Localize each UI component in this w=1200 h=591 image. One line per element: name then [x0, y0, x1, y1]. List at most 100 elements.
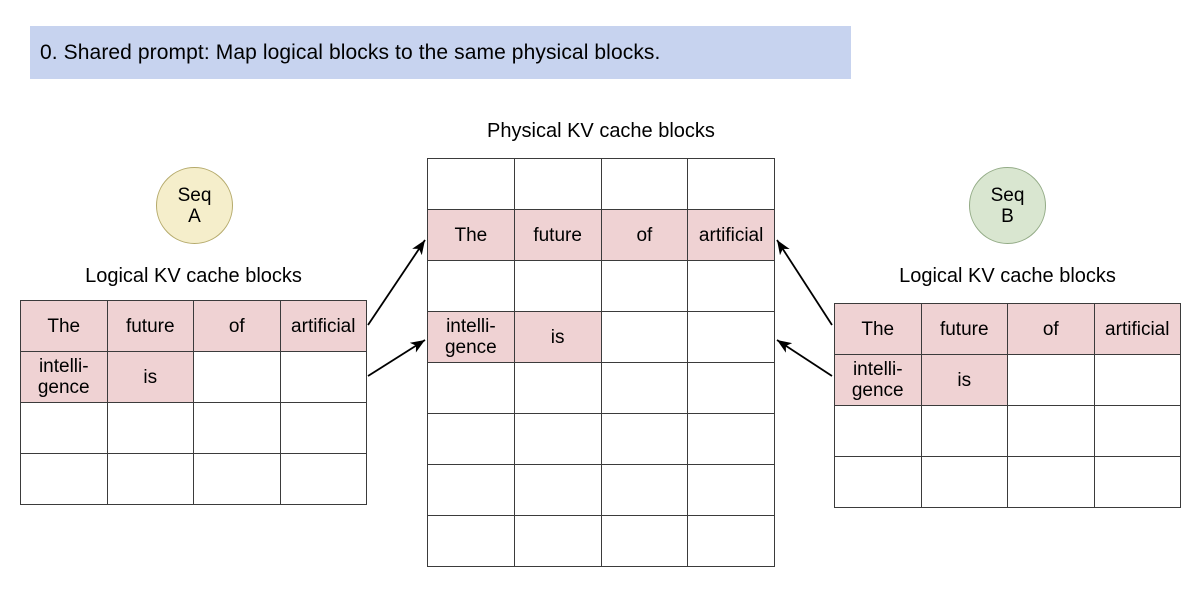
- kv-row: [20, 402, 367, 454]
- kv-cell-text: future: [939, 318, 989, 340]
- kv-cell-empty: [920, 456, 1008, 508]
- kv-row: intelli-gence is: [427, 311, 775, 363]
- kv-cell-empty: [1007, 456, 1095, 508]
- seq-b-label-line2: B: [1001, 205, 1014, 227]
- kv-row: [427, 515, 775, 567]
- kv-cell-filled: intelli-gence: [834, 354, 922, 406]
- kv-cell-empty: [687, 158, 775, 210]
- kv-cell-empty: [20, 453, 108, 505]
- kv-cell-empty: [1093, 354, 1181, 406]
- kv-cell-empty: [600, 413, 689, 465]
- logical-blocks-caption-right: Logical KV cache blocks: [899, 265, 1116, 287]
- kv-cell-filled: intelli-gence: [20, 351, 108, 403]
- kv-row: [427, 464, 775, 516]
- kv-cell-empty: [513, 413, 602, 465]
- kv-row: [20, 453, 367, 505]
- kv-row: [427, 158, 775, 210]
- kv-cell-empty: [106, 453, 194, 505]
- kv-cell-filled: The: [20, 300, 108, 352]
- kv-cell-text: of: [1042, 318, 1059, 340]
- kv-cell-text: The: [454, 224, 488, 246]
- kv-cell-text: artificial: [1105, 318, 1170, 340]
- kv-row: intelli-gence is: [20, 351, 367, 403]
- kv-cell-empty: [513, 464, 602, 516]
- kv-cell-filled: artificial: [687, 209, 775, 261]
- kv-cell-text: future: [125, 315, 175, 337]
- kv-cell-empty: [600, 362, 689, 414]
- kv-cell-empty: [1007, 405, 1095, 457]
- kv-cell-text: intelli-gence: [37, 356, 90, 398]
- physical-blocks-caption: Physical KV cache blocks: [487, 120, 715, 142]
- kv-cell-empty: [1093, 456, 1181, 508]
- kv-cell-empty: [600, 158, 689, 210]
- kv-cell-text: intelli-gence: [444, 316, 497, 358]
- kv-cell-empty: [193, 453, 281, 505]
- kv-cell-empty: [279, 453, 367, 505]
- kv-cell-empty: [834, 405, 922, 457]
- kv-cell-filled: is: [106, 351, 194, 403]
- kv-cell-text: artificial: [291, 315, 356, 337]
- kv-cell-empty: [920, 405, 1008, 457]
- kv-row: [427, 413, 775, 465]
- kv-cell-empty: [279, 351, 367, 403]
- kv-cell-empty: [1093, 405, 1181, 457]
- kv-cell-filled: intelli-gence: [427, 311, 515, 363]
- kv-cell-filled: future: [513, 209, 602, 261]
- kv-cell-empty: [1007, 354, 1095, 406]
- kv-cell-empty: [513, 260, 602, 312]
- kv-cell-empty: [687, 515, 775, 567]
- seq-a-label-line2: A: [188, 205, 201, 227]
- kv-cell-filled: The: [427, 209, 515, 261]
- kv-cell-filled: of: [193, 300, 281, 352]
- kv-cell-text: is: [550, 326, 565, 348]
- kv-cell-text: artificial: [698, 224, 764, 246]
- arrow-right-row0-to-physical-row1: [776, 239, 833, 326]
- kv-row: [834, 456, 1181, 508]
- kv-cell-empty: [106, 402, 194, 454]
- kv-cell-filled: is: [920, 354, 1008, 406]
- kv-cell-empty: [600, 311, 689, 363]
- kv-cell-empty: [427, 464, 515, 516]
- kv-row: [427, 260, 775, 312]
- kv-cell-empty: [427, 515, 515, 567]
- logical-blocks-caption-left: Logical KV cache blocks: [85, 265, 302, 287]
- kv-cell-filled: is: [513, 311, 602, 363]
- kv-row: The future of artificial: [427, 209, 775, 261]
- kv-cell-empty: [427, 158, 515, 210]
- kv-cell-text: of: [636, 224, 653, 246]
- kv-cell-empty: [513, 515, 602, 567]
- kv-cell-filled: artificial: [279, 300, 367, 352]
- kv-cell-text: is: [143, 366, 158, 388]
- kv-cell-empty: [687, 362, 775, 414]
- step-banner-text: 0. Shared prompt: Map logical blocks to …: [40, 40, 661, 64]
- kv-cell-empty: [600, 260, 689, 312]
- kv-row: [834, 405, 1181, 457]
- kv-cell-empty: [279, 402, 367, 454]
- kv-cell-empty: [687, 260, 775, 312]
- seq-a-label-line1: Seq: [177, 184, 212, 206]
- kv-cell-empty: [513, 158, 602, 210]
- kv-row: [427, 362, 775, 414]
- kv-cell-filled: artificial: [1093, 303, 1181, 355]
- kv-cell-text: The: [47, 315, 81, 337]
- kv-cell-empty: [193, 351, 281, 403]
- kv-cell-filled: future: [106, 300, 194, 352]
- logical-kv-table-seq-a: The future of artificial intelli-gence is: [20, 300, 367, 505]
- kv-cell-empty: [687, 413, 775, 465]
- kv-cell-empty: [687, 311, 775, 363]
- kv-cell-empty: [600, 515, 689, 567]
- kv-cell-empty: [427, 260, 515, 312]
- kv-cell-text: is: [957, 369, 972, 391]
- kv-row: intelli-gence is: [834, 354, 1181, 406]
- kv-cell-text: of: [228, 315, 245, 337]
- kv-cell-filled: future: [920, 303, 1008, 355]
- kv-cell-filled: of: [600, 209, 689, 261]
- arrow-left-row0-to-physical-row1: [367, 239, 426, 326]
- arrow-left-row1-to-physical-row3: [367, 339, 426, 377]
- kv-cell-text: intelli-gence: [851, 359, 904, 401]
- kv-cell-empty: [513, 362, 602, 414]
- seq-b-badge: Seq B: [969, 167, 1046, 244]
